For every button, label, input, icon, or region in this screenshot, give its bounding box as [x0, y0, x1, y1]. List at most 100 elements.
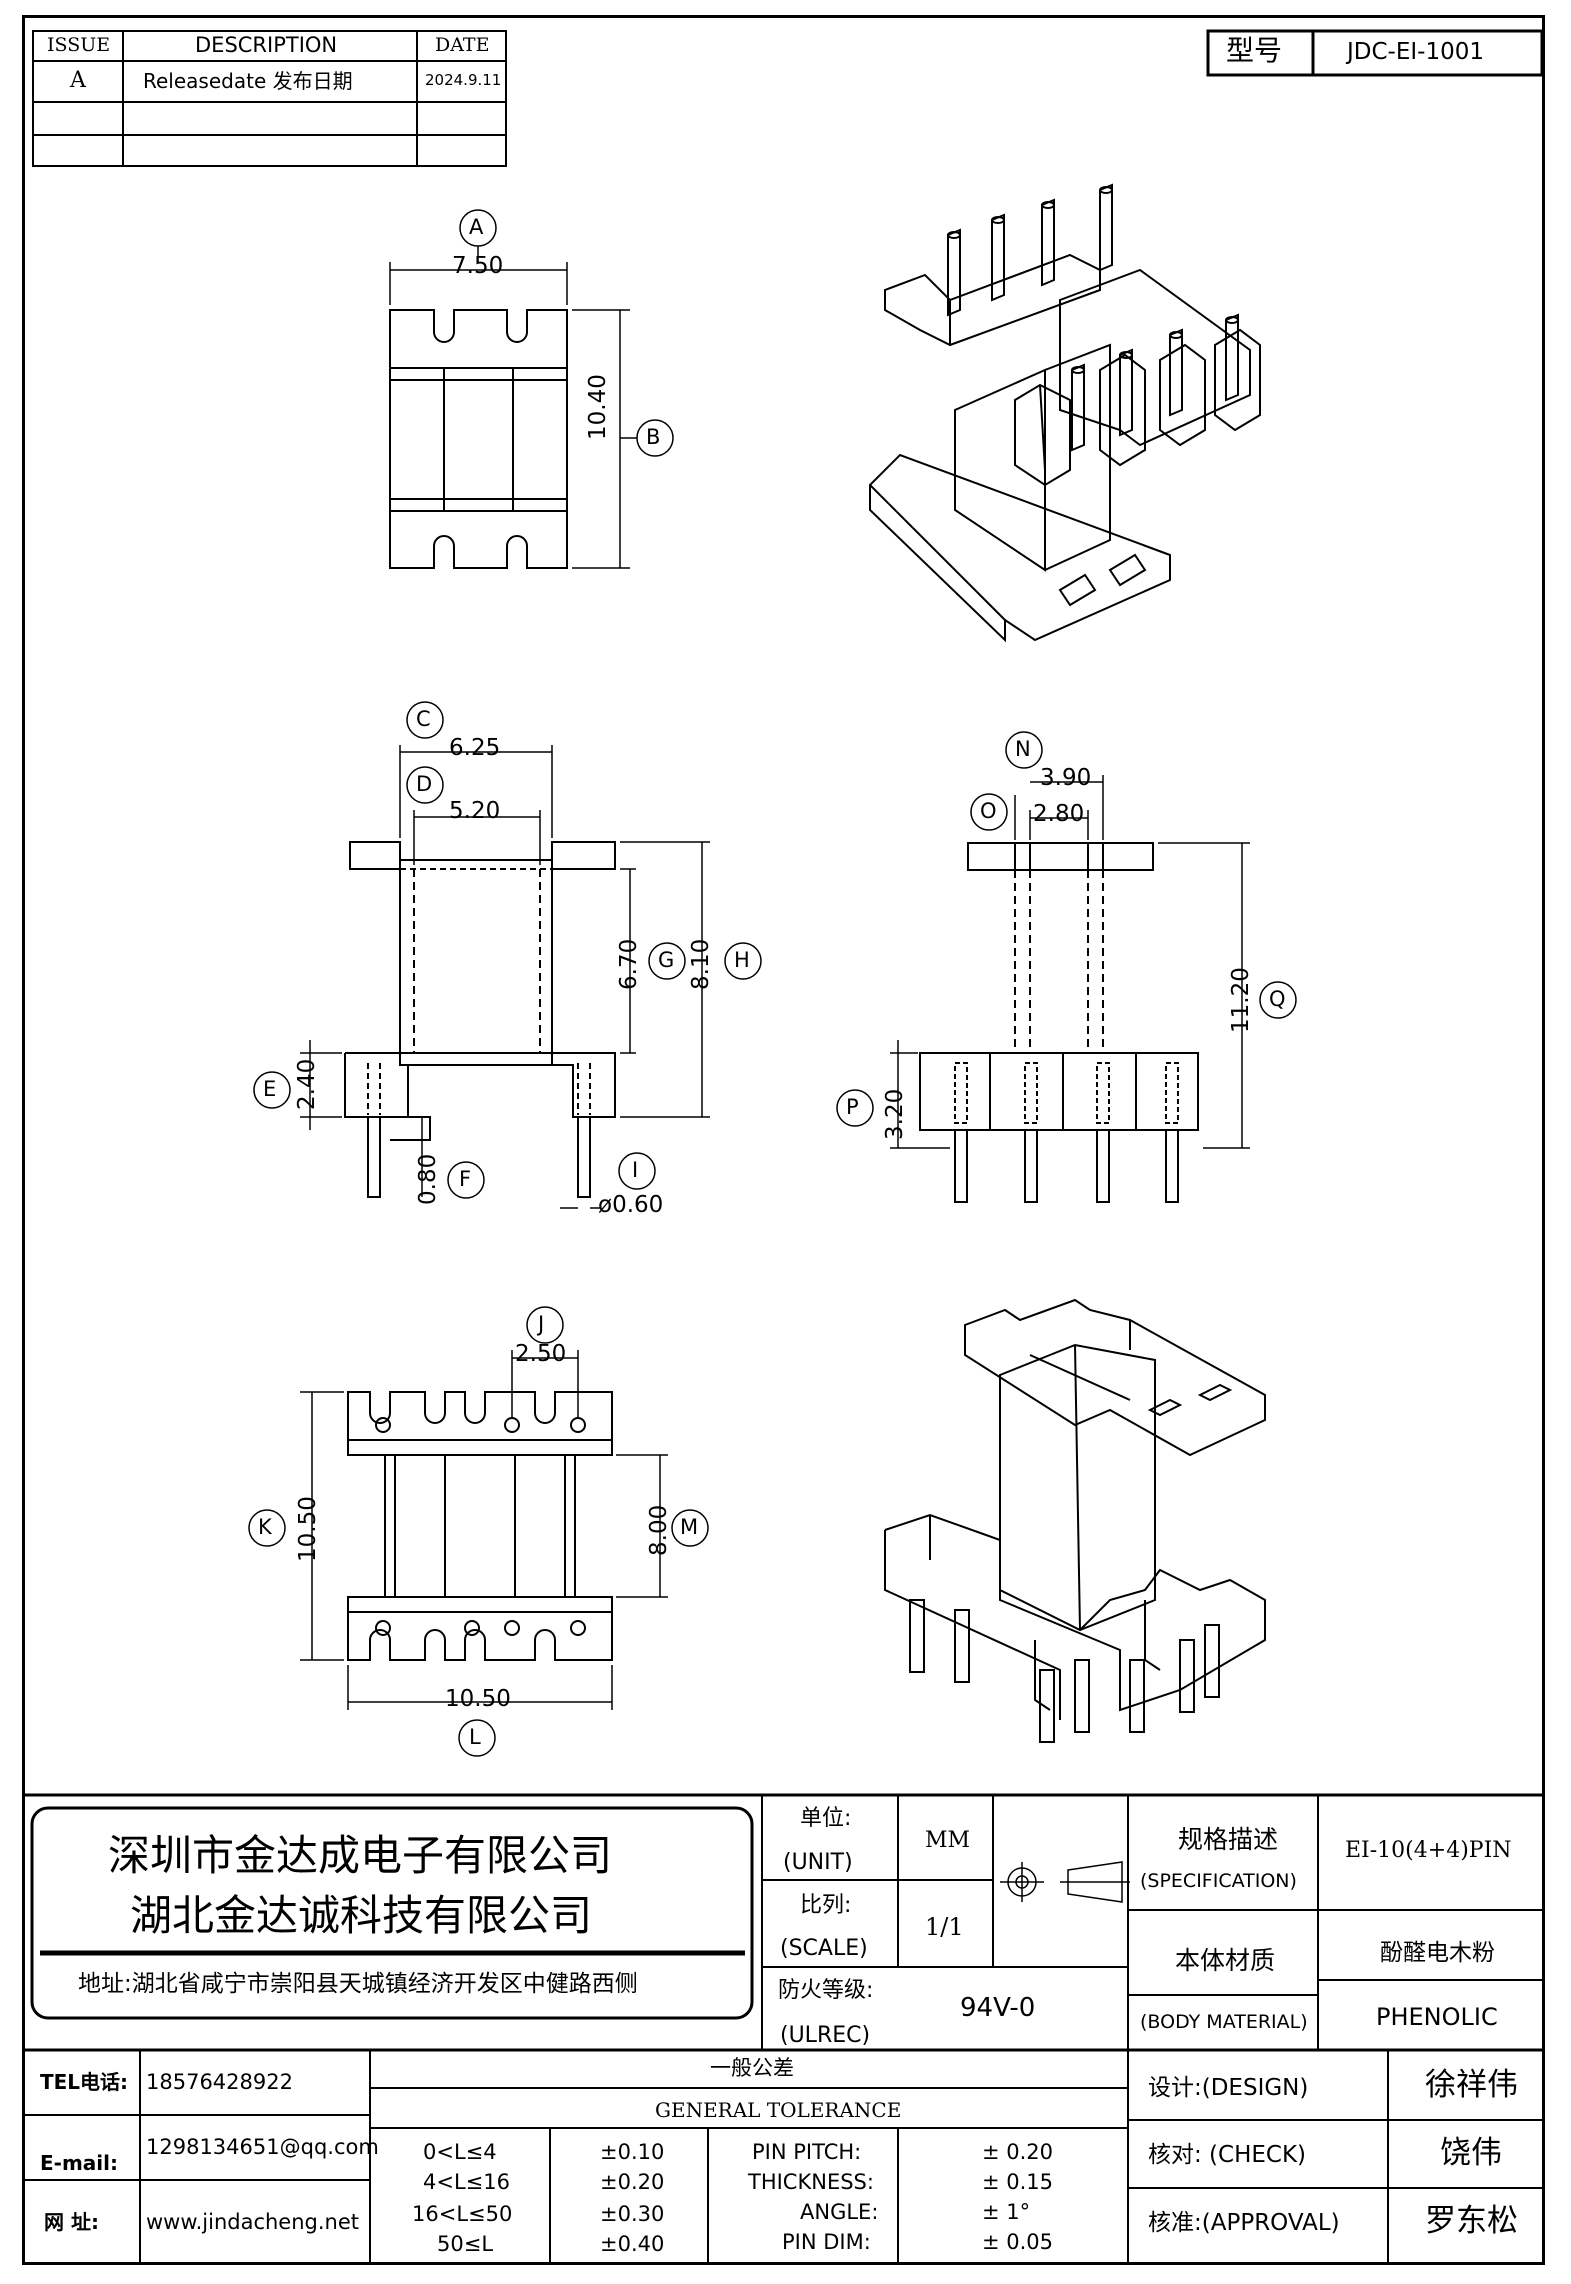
scale-value: 1/1 — [925, 1913, 964, 1941]
projection-symbol — [1000, 1861, 1130, 1903]
dim-letter-p: P — [846, 1095, 859, 1119]
dim-d-value: 5.20 — [449, 798, 501, 824]
side-view-dims — [836, 731, 1297, 1149]
dim-q-value: 11.20 — [1228, 967, 1254, 1033]
title-block-grid — [22, 1793, 1545, 2265]
dim-l-value: 10.50 — [445, 1686, 511, 1712]
tol-value-4: ±0.40 — [600, 2232, 665, 2256]
dim-letter-q: Q — [1269, 987, 1286, 1011]
dim-letter-n: N — [1015, 737, 1031, 761]
material-value-en: PHENOLIC — [1376, 2003, 1498, 2031]
dim-letter-b: B — [646, 425, 661, 449]
ul-label-en: (ULREC) — [780, 2023, 871, 2048]
company-name-2: 湖北金达诚科技有限公司 — [130, 1891, 593, 1940]
tol-item-3: ANGLE: — [800, 2200, 879, 2224]
front-view-dims — [253, 701, 762, 1209]
dim-f-value: 0.80 — [415, 1153, 441, 1205]
tol-item-value-3: ± 1° — [982, 2200, 1031, 2224]
tol-item-4: PIN DIM: — [782, 2230, 871, 2254]
dim-g-value: 6.70 — [616, 938, 642, 990]
dim-a-value: 7.50 — [452, 253, 504, 279]
approval-name: 罗东松 — [1425, 2203, 1518, 2239]
spec-label-cn: 规格描述 — [1178, 1825, 1279, 1854]
ul-value: 94V-0 — [960, 1993, 1036, 2023]
tol-item-1: PIN PITCH: — [752, 2140, 862, 2164]
dim-letter-a: A — [469, 215, 484, 239]
dim-b-value: 10.40 — [585, 374, 611, 440]
dim-j-value: 2.50 — [515, 1341, 567, 1367]
check-name: 饶伟 — [1440, 2135, 1502, 2171]
side-view-outline — [919, 842, 1199, 1203]
revision-table-grid — [32, 30, 507, 167]
design-name: 徐祥伟 — [1425, 2067, 1518, 2103]
material-value-cn: 酚醛电木粉 — [1380, 1940, 1495, 1966]
spec-value: EI-10(4+4)PIN — [1345, 1838, 1512, 1863]
bottom-view-dims — [248, 1306, 709, 1757]
tolerance-title-cn: 一般公差 — [710, 2056, 794, 2080]
rev-header-date: DATE — [435, 34, 490, 56]
tel-label: TEL电话: — [40, 2070, 129, 2094]
email-value: 1298134651@qq.com — [146, 2135, 379, 2159]
dim-letter-d: D — [416, 772, 433, 796]
tol-range-2: 4<L≤16 — [423, 2170, 510, 2194]
tol-item-value-2: ± 0.15 — [982, 2170, 1054, 2194]
dim-letter-h: H — [734, 948, 750, 972]
rev-header-issue: ISSUE — [47, 34, 111, 56]
tol-range-3: 16<L≤50 — [412, 2202, 513, 2226]
dim-i-value: ø0.60 — [598, 1192, 664, 1218]
model-value: JDC-EI-1001 — [1347, 39, 1485, 65]
tel-value: 18576428922 — [146, 2070, 293, 2094]
check-label: 核对: (CHECK) — [1148, 2142, 1307, 2168]
dim-letter-f: F — [459, 1167, 472, 1191]
tol-range-4: 50≤L — [437, 2232, 494, 2256]
unit-label-en: (UNIT) — [783, 1850, 853, 1875]
ul-label-cn: 防火等级: — [778, 1978, 874, 2003]
dim-letter-j: J — [538, 1312, 545, 1336]
material-label-en: (BODY MATERIAL) — [1140, 2011, 1308, 2033]
email-label: E-mail: — [40, 2151, 119, 2175]
rev-header-description: DESCRIPTION — [195, 33, 338, 57]
tolerance-title-en: GENERAL TOLERANCE — [655, 2098, 902, 2122]
material-label-cn: 本体材质 — [1175, 1946, 1276, 1975]
dim-letter-o: O — [980, 799, 997, 823]
dim-letter-l: L — [469, 1725, 481, 1749]
dim-e-value: 2.40 — [294, 1058, 320, 1110]
tol-range-1: 0<L≤4 — [423, 2140, 497, 2164]
spec-label-en: (SPECIFICATION) — [1140, 1870, 1297, 1892]
top-view-dims — [389, 209, 674, 569]
rev-description-cell: Releasedate 发布日期 — [143, 69, 353, 93]
dim-letter-k: K — [258, 1515, 272, 1539]
dim-m-value: 8.00 — [646, 1504, 672, 1556]
web-label: 网 址: — [44, 2210, 99, 2234]
iso-view-bottom — [884, 1298, 1266, 1743]
dim-k-value: 10.50 — [295, 1496, 321, 1562]
iso-view-top — [869, 183, 1261, 643]
dim-letter-c: C — [416, 707, 431, 731]
dim-n-value: 3.90 — [1040, 765, 1092, 791]
dim-c-value: 6.25 — [449, 735, 501, 761]
tol-value-2: ±0.20 — [600, 2170, 665, 2194]
dim-o-value: 2.80 — [1033, 801, 1085, 827]
web-value: www.jindacheng.net — [146, 2210, 360, 2234]
approval-label: 核准:(APPROVAL) — [1148, 2210, 1340, 2236]
top-view-outline — [389, 309, 568, 569]
tol-value-1: ±0.10 — [600, 2140, 665, 2164]
scale-label-en: (SCALE) — [780, 1936, 868, 1961]
rev-issue-cell: A — [70, 68, 86, 93]
tol-item-value-4: ± 0.05 — [982, 2230, 1054, 2254]
drawing-frame — [22, 15, 1545, 2265]
unit-label-cn: 单位: — [800, 1806, 852, 1831]
dim-letter-i: I — [632, 1158, 639, 1182]
model-label: 型号 — [1226, 34, 1283, 67]
model-box-grid — [1206, 29, 1544, 77]
front-view-outline — [344, 841, 616, 1198]
design-label: 设计:(DESIGN) — [1148, 2075, 1309, 2101]
bottom-view-outline — [347, 1391, 613, 1661]
tol-value-3: ±0.30 — [600, 2202, 665, 2226]
scale-label-cn: 比列: — [800, 1893, 852, 1918]
dim-letter-g: G — [658, 948, 675, 972]
dim-p-value: 3.20 — [882, 1088, 908, 1140]
rev-date-cell: 2024.9.11 — [425, 71, 502, 89]
company-name-1: 深圳市金达成电子有限公司 — [108, 1831, 613, 1880]
